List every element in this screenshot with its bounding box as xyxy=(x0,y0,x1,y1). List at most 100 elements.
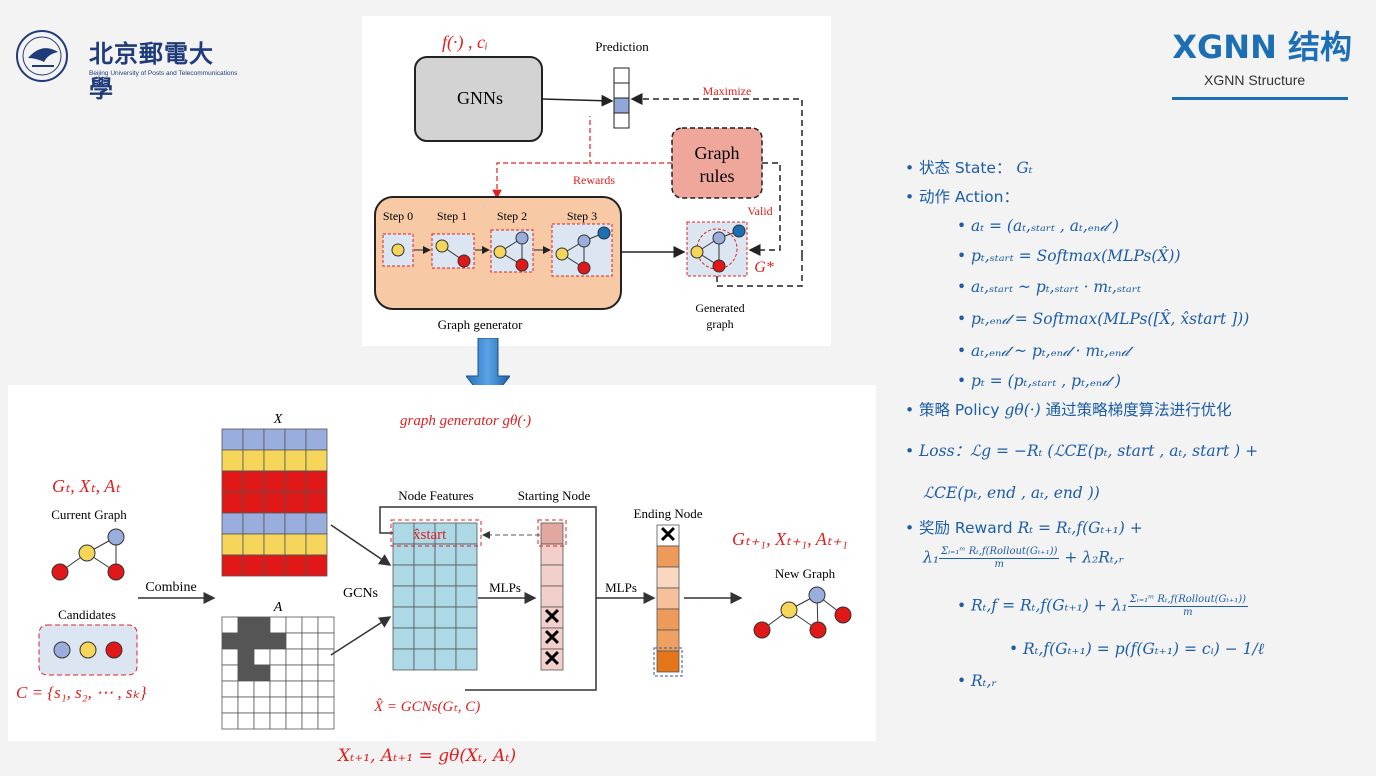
a-matrix-cell xyxy=(269,632,287,650)
feature-cell xyxy=(455,627,478,650)
feature-cell xyxy=(413,627,436,650)
feature-cell xyxy=(392,564,415,587)
new-graph-label: New Graph xyxy=(775,566,836,581)
x-matrix-cell xyxy=(305,428,328,451)
candidate-yellow-node xyxy=(79,641,97,659)
feature-cell xyxy=(434,648,457,671)
x-matrix-cell xyxy=(242,512,265,535)
feature-cell xyxy=(455,522,478,545)
x-start-label: x̂start xyxy=(413,527,447,543)
gcns-label: GCNs xyxy=(343,586,378,601)
x-hat-equation: X̂ = GCNs(Gₜ, C) xyxy=(373,699,480,715)
f-label: f(·) , cᵢ xyxy=(442,32,488,53)
x-matrix-cell xyxy=(221,470,244,493)
feature-cell xyxy=(413,648,436,671)
x-matrix-cell xyxy=(284,533,307,556)
a-matrix-cell xyxy=(237,696,255,714)
title-underline xyxy=(1172,97,1348,100)
a-matrix-cell xyxy=(237,632,255,650)
prediction-label: Prediction xyxy=(595,39,649,54)
feature-cell xyxy=(392,543,415,566)
feature-cell xyxy=(392,522,415,545)
step-2-graph xyxy=(490,229,534,273)
a-matrix-cell xyxy=(221,632,239,650)
slide-subtitle: XGNN Structure xyxy=(1204,72,1306,88)
bullet-a-end: •aₜ,ₑₙ𝒹 ~ pₜ,ₑₙ𝒹 · mₜ,ₑₙ𝒹 xyxy=(957,342,1130,360)
x-matrix-cell xyxy=(221,428,244,451)
a-matrix-cell xyxy=(253,712,271,730)
starting-node-cell xyxy=(540,522,564,545)
a-matrix-cell xyxy=(253,616,271,634)
x-matrix-cell xyxy=(263,533,286,556)
bullet-rtr: •Rₜ,ᵣ xyxy=(957,672,997,690)
starting-node-highlight xyxy=(537,519,567,547)
a-matrix-cell xyxy=(285,616,303,634)
x-matrix-cell xyxy=(242,470,265,493)
candidate-blue-node xyxy=(53,641,71,659)
a-matrix-cell xyxy=(301,712,319,730)
masked-x-icon: ✕ xyxy=(543,625,561,650)
candidate-red-node xyxy=(105,641,123,659)
x-matrix-label: X xyxy=(273,412,283,427)
x-matrix-cell xyxy=(284,512,307,535)
x-matrix-cell xyxy=(221,554,244,577)
a-matrix-cell xyxy=(317,712,335,730)
step-2-label: Step 2 xyxy=(497,209,527,223)
feature-cell xyxy=(455,543,478,566)
a-matrix-cell xyxy=(317,616,335,634)
x-matrix-cell xyxy=(305,533,328,556)
a-matrix-cell xyxy=(285,632,303,650)
feature-cell xyxy=(455,585,478,608)
x-start-highlight xyxy=(390,519,482,547)
x-matrix-cell xyxy=(242,428,265,451)
generated-graph-label-2: graph xyxy=(706,317,733,331)
prediction-vector xyxy=(613,67,630,129)
x-matrix-cell xyxy=(221,512,244,535)
starting-node-label: Starting Node xyxy=(518,488,591,503)
a-matrix-cell xyxy=(237,616,255,634)
ending-node-cell xyxy=(656,608,680,631)
feature-cell xyxy=(434,627,457,650)
step-1-label: Step 1 xyxy=(437,209,467,223)
a-matrix-cell xyxy=(301,696,319,714)
candidates-label: Candidates xyxy=(58,607,116,622)
x-matrix-cell xyxy=(263,470,286,493)
combine-label: Combine xyxy=(145,580,196,595)
a-matrix-cell xyxy=(301,680,319,698)
a-matrix-cell xyxy=(221,664,239,682)
candidate-set-label: C = {s₁, s₂, ⋯ , sₖ} xyxy=(16,683,147,702)
a-matrix-cell xyxy=(285,648,303,666)
x-matrix-cell xyxy=(221,449,244,472)
a-matrix-cell xyxy=(237,712,255,730)
x-matrix-cell xyxy=(263,491,286,514)
feature-cell xyxy=(413,585,436,608)
bullet-action: •动作 Action： xyxy=(905,188,1019,206)
starting-node-vector: ✕✕✕ xyxy=(540,522,564,671)
a-matrix-cell xyxy=(237,648,255,666)
current-graph-label: Current Graph xyxy=(51,507,127,522)
x-matrix-cell xyxy=(284,491,307,514)
x-matrix-cell xyxy=(221,533,244,556)
a-matrix-cell xyxy=(237,664,255,682)
a-matrix-cell xyxy=(221,696,239,714)
slide-title: XGNN 结构 xyxy=(1172,28,1352,66)
ending-node-cell xyxy=(656,545,680,568)
a-matrix-cell xyxy=(269,664,287,682)
a-matrix-cell xyxy=(237,680,255,698)
bullet-loss: •Loss：ℒg = −Rₜ (ℒCE(pₜ, start , aₜ, star… xyxy=(905,442,1259,460)
ending-node-cell xyxy=(656,566,680,589)
a-matrix-cell xyxy=(301,664,319,682)
feature-cell xyxy=(455,648,478,671)
a-matrix-cell xyxy=(285,664,303,682)
xgnn-overview-figure: f(·) , cᵢ GNNs Prediction Maximize Graph… xyxy=(362,16,831,346)
feature-cell xyxy=(413,606,436,629)
starting-node-cell xyxy=(540,543,564,566)
feature-cell xyxy=(434,585,457,608)
x-matrix-cell xyxy=(263,449,286,472)
x-matrix-cell xyxy=(305,512,328,535)
feature-cell xyxy=(434,606,457,629)
feature-cell xyxy=(434,564,457,587)
a-matrix-cell xyxy=(221,616,239,634)
feature-cell xyxy=(434,543,457,566)
x-matrix-cell xyxy=(242,449,265,472)
